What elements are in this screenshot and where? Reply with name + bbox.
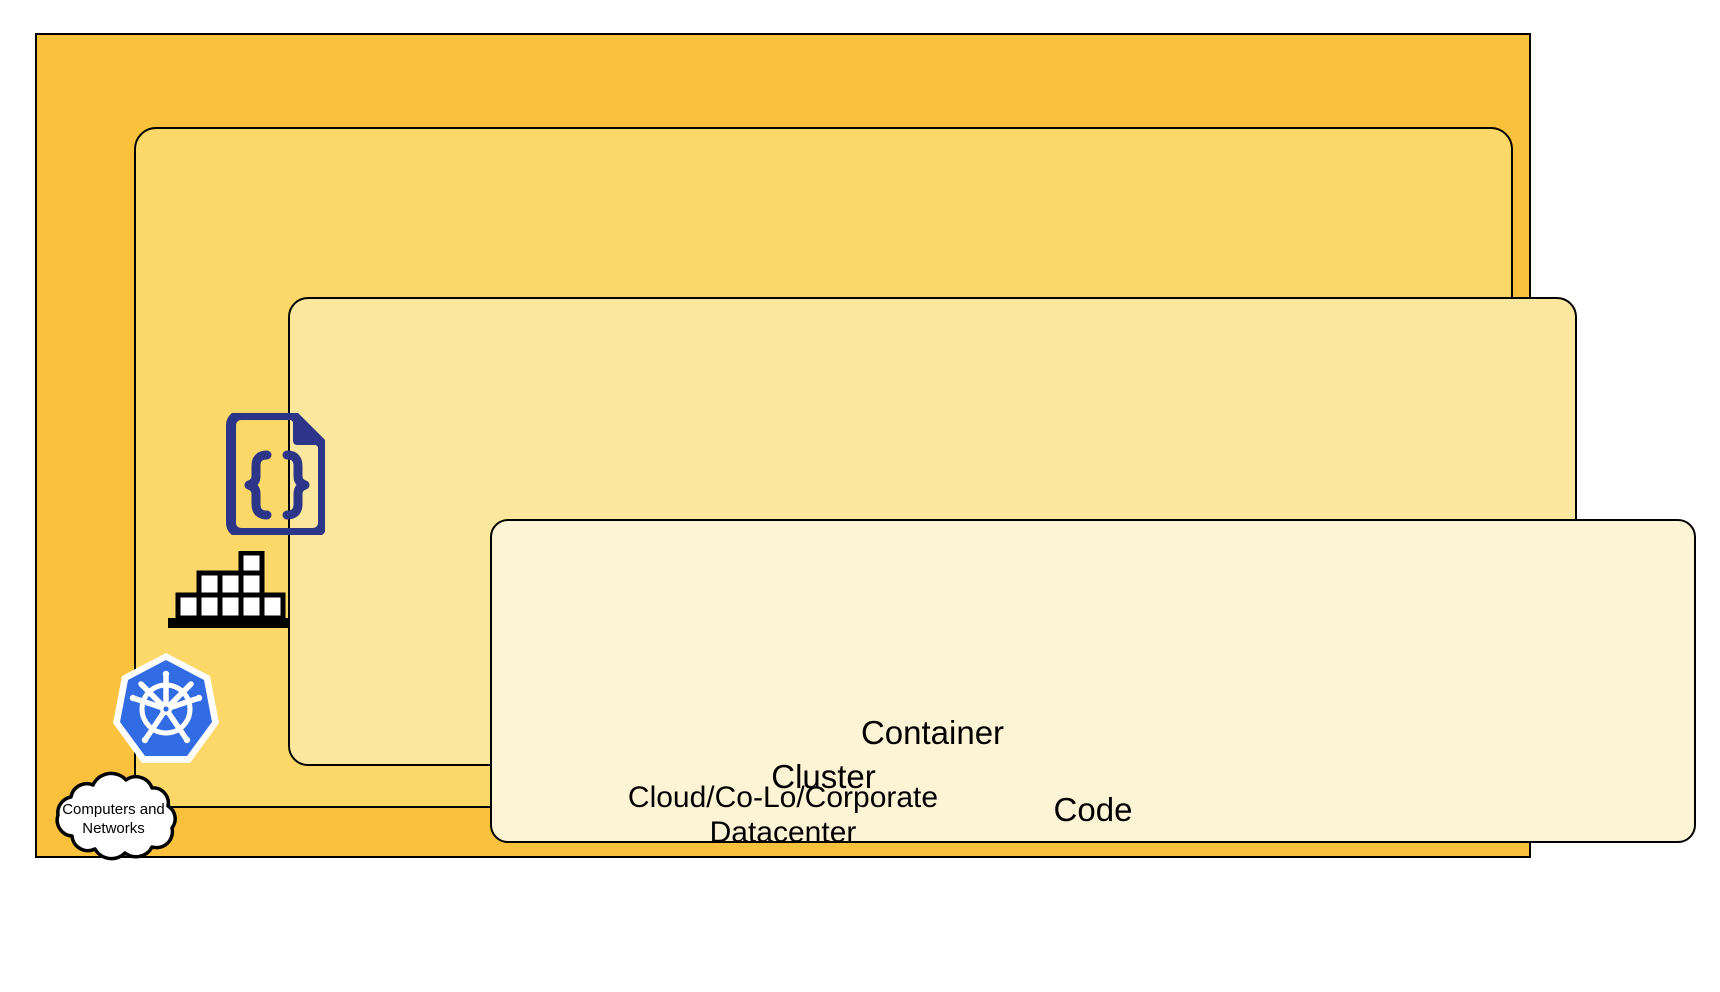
- layer-cluster[interactable]: Code Container Cluster: [134, 127, 1696, 843]
- layer-code[interactable]: Code: [490, 519, 1696, 843]
- layer-container[interactable]: Code Container: [288, 297, 1696, 843]
- layer-label-code: Code: [1053, 791, 1133, 829]
- code-file-braces-icon: [221, 410, 328, 538]
- container-boxes-icon: [168, 550, 290, 628]
- computers-and-networks-cloud-icon[interactable]: Computers and Networks: [32, 771, 195, 867]
- kubernetes-helm-wheel-icon: [113, 652, 219, 766]
- layer-datacenter[interactable]: Code Container Cluster Cloud/Co-Lo/Corpo…: [35, 33, 1696, 858]
